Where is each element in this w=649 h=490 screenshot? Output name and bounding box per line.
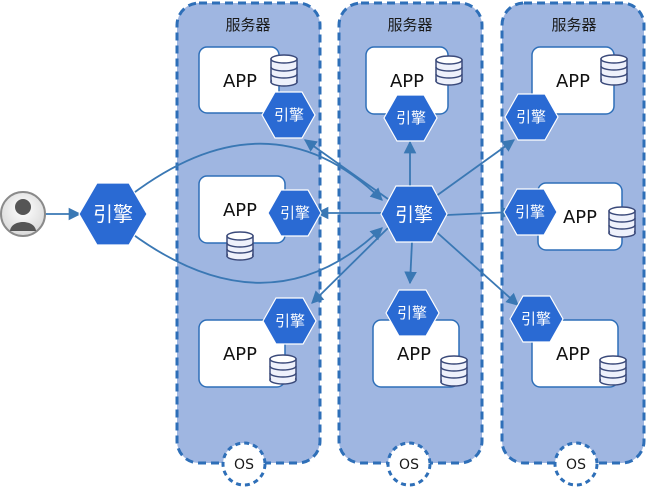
app-node: APP xyxy=(198,46,280,114)
engine-label: 引擎 xyxy=(93,202,133,226)
center-to-s3-bottom-arrow xyxy=(431,227,519,306)
app-label: APP xyxy=(390,71,424,92)
center-to-s1-top-arrow xyxy=(303,139,389,200)
engine-label: 引擎 xyxy=(275,312,305,330)
central-engine: 引擎 xyxy=(380,185,448,243)
app-node: APP xyxy=(537,182,623,251)
center-to-s2-bottom-arrow xyxy=(404,241,417,285)
center-to-s1-bottom-arrow xyxy=(311,227,389,304)
os-label: OS xyxy=(234,457,254,473)
server-title: 服务器 xyxy=(551,16,596,34)
entry-arc-bottom-arrow xyxy=(130,227,383,284)
app-label: APP xyxy=(223,200,257,221)
engine-node: 引擎 xyxy=(385,289,440,337)
app-label: APP xyxy=(556,344,590,365)
server-title: 服务器 xyxy=(387,16,432,34)
engine-node: 引擎 xyxy=(503,188,558,236)
flow-arrows xyxy=(44,139,519,306)
database-icon xyxy=(599,355,627,386)
engine-node: 引擎 xyxy=(504,93,559,141)
center-to-s3-top-arrow xyxy=(431,139,516,200)
database-icon xyxy=(270,54,298,87)
engine-node: 引擎 xyxy=(509,295,564,343)
os-badge: OS xyxy=(386,441,432,487)
os-label: OS xyxy=(399,457,419,473)
entry-arc-top-arrow xyxy=(130,142,383,201)
database-icon xyxy=(435,55,463,86)
os-label: OS xyxy=(566,457,586,473)
server-title: 服务器 xyxy=(225,16,270,34)
app-label: APP xyxy=(563,207,597,228)
engine-label: 引擎 xyxy=(396,109,426,127)
database-icon xyxy=(269,354,297,385)
engine-node: 引擎 xyxy=(261,91,316,139)
engine-label: 引擎 xyxy=(274,106,304,124)
engine-label: 引擎 xyxy=(515,203,545,221)
engine-node: 引擎 xyxy=(262,297,317,345)
user-avatar-icon xyxy=(0,191,46,237)
app-node: APP xyxy=(198,319,286,388)
database-icon xyxy=(600,54,628,86)
engine-label: 引擎 xyxy=(521,310,551,328)
app-node: APP xyxy=(531,46,615,115)
engine-node: 引擎 xyxy=(267,189,322,237)
entry-engine: 引擎 xyxy=(78,182,148,246)
engine-label: 引擎 xyxy=(397,304,427,322)
engine-node: 引擎 xyxy=(383,94,438,142)
database-icon xyxy=(226,231,254,261)
app-label: APP xyxy=(223,71,257,92)
engine-label: 引擎 xyxy=(395,204,433,226)
engine-label: 引擎 xyxy=(516,108,546,126)
engine-label: 引擎 xyxy=(280,204,310,222)
database-icon xyxy=(608,206,636,238)
app-label: APP xyxy=(556,71,590,92)
app-label: APP xyxy=(223,344,257,365)
app-label: APP xyxy=(397,344,431,365)
app-node: APP xyxy=(365,46,449,115)
os-badge: OS xyxy=(221,441,267,487)
os-badge: OS xyxy=(553,441,599,487)
center-to-s3-mid-arrow xyxy=(446,206,514,219)
database-icon xyxy=(440,355,468,387)
